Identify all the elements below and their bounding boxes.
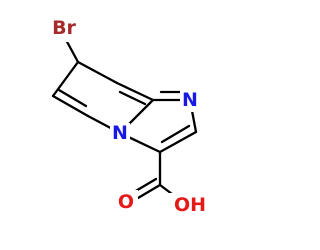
bond-c5-c6 (51, 94, 90, 118)
bond-c-o-double-a (136, 183, 162, 200)
bond-c5-c6-inner (57, 88, 88, 108)
bond-c7-c8 (76, 60, 119, 85)
bond-c2-c3 (158, 130, 198, 154)
bond-c8-c8a-inner (118, 90, 147, 106)
bridgehead-nitrogen-label: N (112, 122, 128, 144)
bond-c-o-double-b (132, 177, 158, 194)
carbonyl-oxygen-label: O (118, 191, 134, 213)
bond-c8-c8a (115, 81, 155, 102)
imine-nitrogen-label: N (182, 89, 198, 111)
hydroxyl-label: OH (174, 194, 206, 216)
bond-c2-c3-inner (160, 124, 191, 144)
molecule-structure: Br N N O OH (51, 17, 207, 216)
bromine-label: Br (52, 17, 76, 39)
bond-c6-c7 (51, 60, 80, 98)
